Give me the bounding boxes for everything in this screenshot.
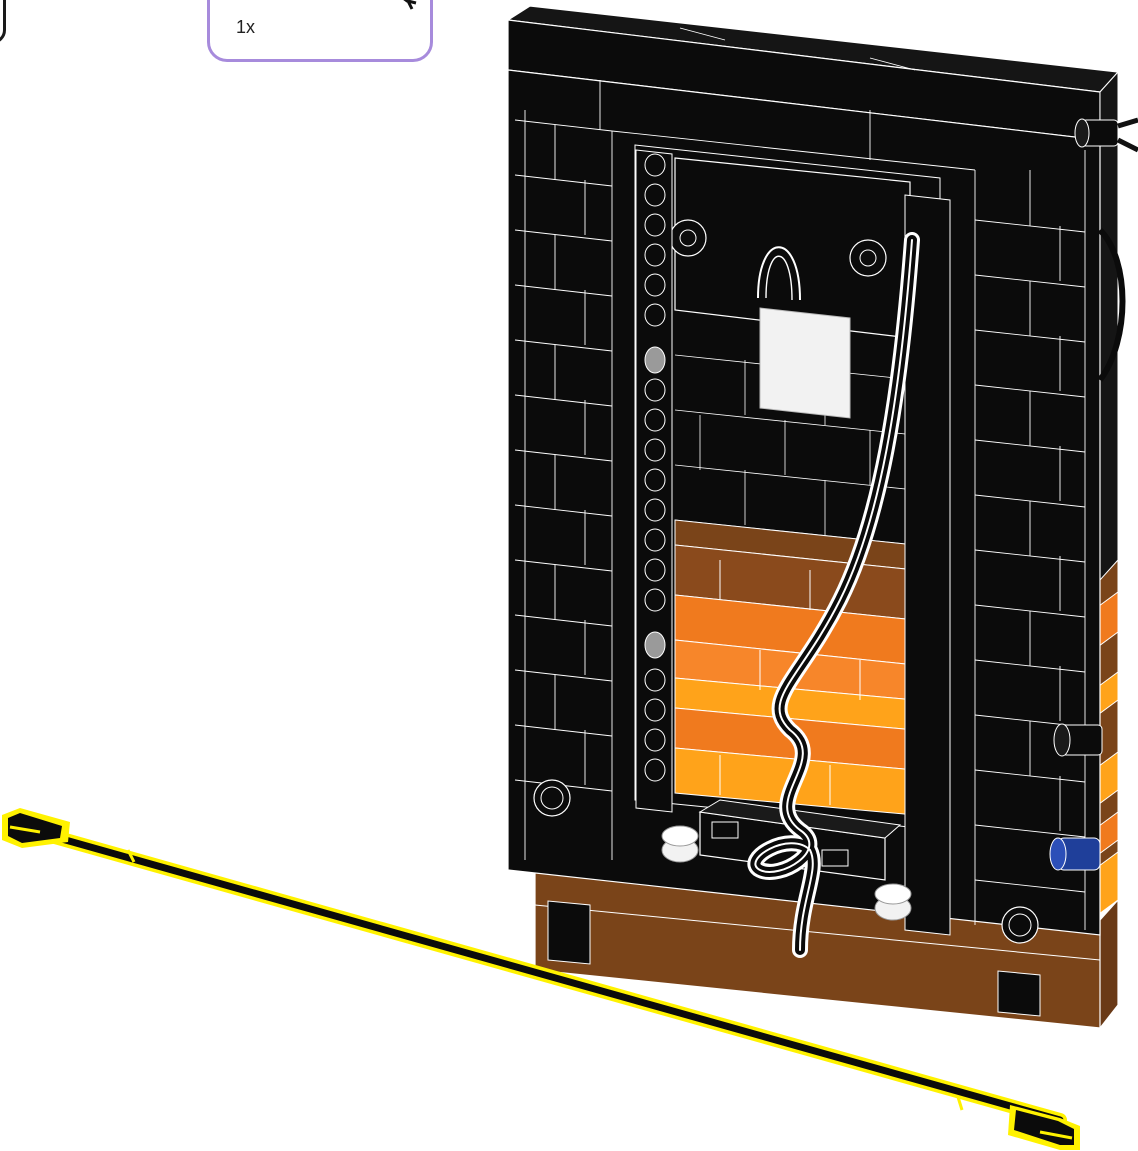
- round-plate-right: [1002, 907, 1038, 943]
- blue-axle-pin: [1050, 838, 1100, 870]
- gray-pin-upper: [645, 347, 665, 373]
- technic-beam-left: [636, 150, 672, 812]
- technic-pin-right-bottom: [1054, 724, 1102, 756]
- gray-pin-lower: [645, 632, 665, 658]
- technic-pin-right-top: [1075, 119, 1138, 150]
- round-plate-left: [534, 780, 570, 816]
